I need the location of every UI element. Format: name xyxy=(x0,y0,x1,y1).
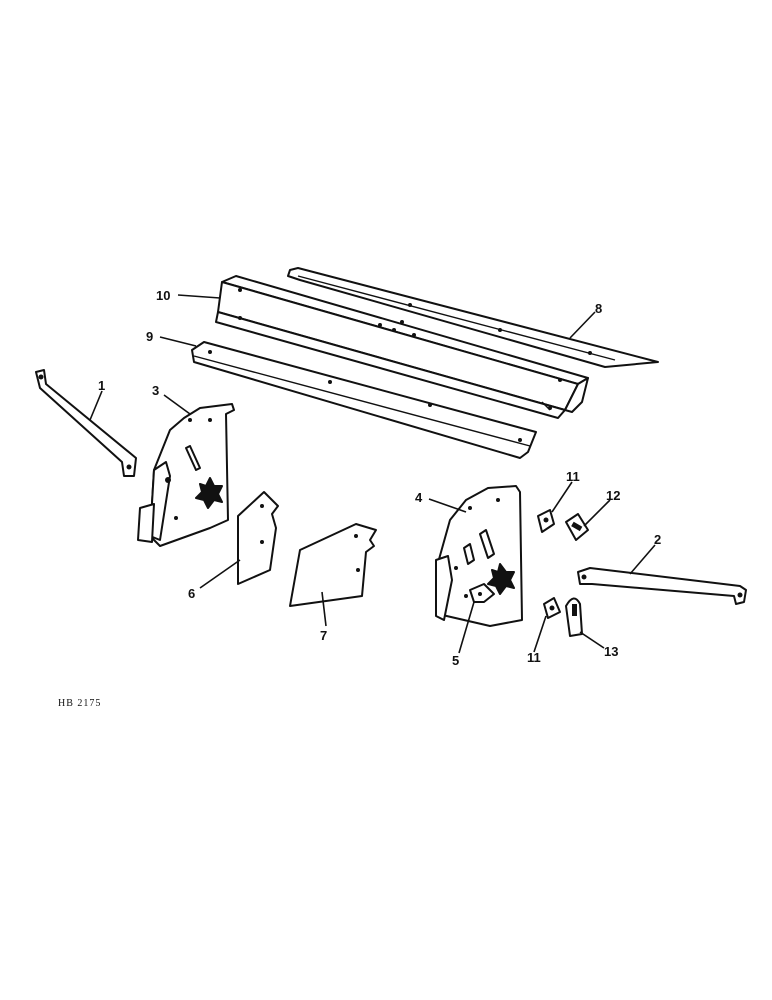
callout-11-lower: 11 xyxy=(527,650,541,665)
part-11-nut-upper xyxy=(537,509,555,533)
part-11-nut-lower xyxy=(543,597,561,619)
callout-8: 8 xyxy=(595,301,602,316)
part-1-brace xyxy=(35,369,137,477)
leader-lines xyxy=(89,294,656,654)
callout-7: 7 xyxy=(320,628,327,643)
part-4-side-plate xyxy=(435,485,523,627)
callout-6: 6 xyxy=(188,586,195,601)
part-6-gusset xyxy=(237,491,279,585)
callout-5: 5 xyxy=(452,653,459,668)
part-7-gusset xyxy=(289,523,377,607)
callout-2: 2 xyxy=(654,532,661,547)
part-8-strip xyxy=(287,267,659,368)
drawing-code: HB 2175 xyxy=(58,698,101,709)
part-5-clip xyxy=(469,583,495,603)
part-9-strip xyxy=(191,341,537,459)
callout-3: 3 xyxy=(152,383,159,398)
callout-12: 12 xyxy=(606,488,620,503)
part-13-slotted-plate xyxy=(565,597,583,637)
callout-10: 10 xyxy=(156,288,170,303)
callout-4: 4 xyxy=(415,490,423,505)
part-2-brace xyxy=(577,567,747,605)
part-3-side-plate xyxy=(137,403,235,547)
part-12-washer xyxy=(565,513,589,541)
callout-9: 9 xyxy=(146,329,153,344)
part-10-channel xyxy=(215,275,589,419)
callout-13: 13 xyxy=(604,644,618,659)
callout-labels: 10 9 8 1 3 4 11 12 2 6 7 5 11 13 xyxy=(98,288,661,668)
callout-11-upper: 11 xyxy=(566,469,580,484)
callout-1: 1 xyxy=(98,378,105,393)
